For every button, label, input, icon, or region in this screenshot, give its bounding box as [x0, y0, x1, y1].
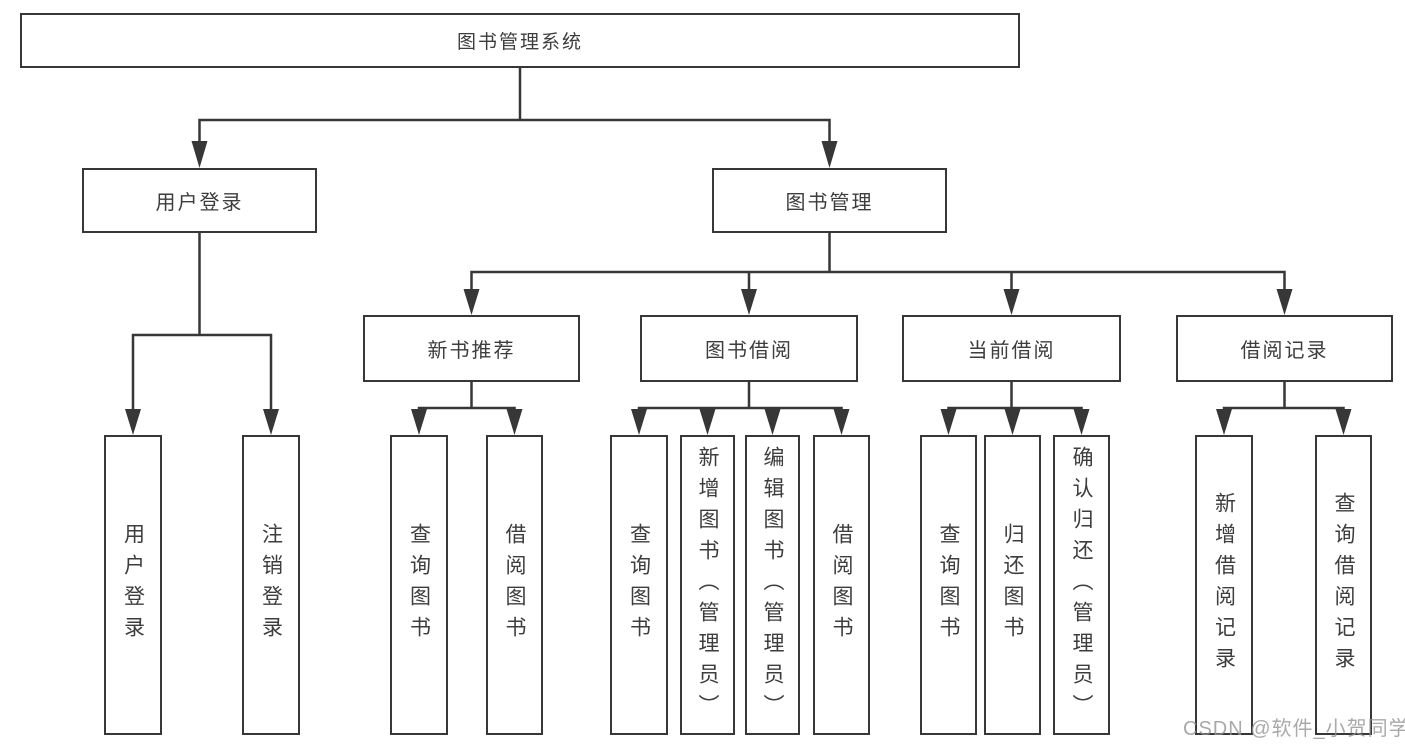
leaf-user-login: 用户登录 [104, 435, 162, 735]
leaf-borrow-books: 借阅图书 [813, 435, 870, 735]
node-root-label: 图书管理系统 [456, 32, 583, 53]
leaf-borrow-books-label: 借阅图书 [830, 523, 853, 647]
leaf-return-book-label: 归还图书 [1001, 523, 1024, 647]
node-book-management: 图书管理 [712, 168, 947, 233]
node-current-borrow-label: 当前借阅 [967, 340, 1056, 362]
node-borrow-records-label: 借阅记录 [1240, 340, 1329, 362]
leaf-edit-book-admin-label: 编辑图书（管理员） [761, 445, 784, 725]
leaf-query-books-recommend-label: 查询图书 [407, 523, 431, 647]
leaf-query-borrow-record-label: 查询借阅记录 [1332, 492, 1355, 678]
leaf-logout-label: 注销登录 [259, 523, 283, 647]
leaf-add-borrow-record: 新增借阅记录 [1195, 435, 1253, 735]
csdn-watermark: CSDN @软件_小贺同学 [1183, 718, 1405, 740]
leaf-return-book: 归还图书 [984, 435, 1041, 735]
leaf-confirm-return-admin-label: 确认归还（管理员） [1070, 445, 1093, 725]
node-borrow-records: 借阅记录 [1176, 315, 1393, 382]
leaf-logout: 注销登录 [242, 435, 300, 735]
leaf-user-login-label: 用户登录 [121, 523, 145, 647]
leaf-edit-book-admin: 编辑图书（管理员） [745, 435, 800, 735]
leaf-query-books-recommend: 查询图书 [390, 435, 448, 735]
leaf-add-book-admin: 新增图书（管理员） [680, 435, 735, 735]
leaf-add-borrow-record-label: 新增借阅记录 [1212, 492, 1236, 678]
leaf-borrow-books-recommend-label: 借阅图书 [503, 523, 526, 647]
leaf-confirm-return-admin: 确认归还（管理员） [1053, 435, 1110, 735]
node-book-borrow: 图书借阅 [640, 315, 858, 382]
node-root: 图书管理系统 [20, 13, 1020, 68]
leaf-query-books-borrow-label: 查询图书 [627, 523, 651, 647]
node-user-login-label: 用户登录 [155, 192, 244, 214]
leaf-borrow-books-recommend: 借阅图书 [486, 435, 543, 735]
node-new-book-recommend: 新书推荐 [363, 315, 580, 382]
leaf-query-books-current: 查询图书 [920, 435, 977, 735]
leaf-query-books-current-label: 查询图书 [937, 523, 960, 647]
node-new-book-recommend-label: 新书推荐 [427, 340, 516, 362]
leaf-query-books-borrow: 查询图书 [610, 435, 668, 735]
node-current-borrow: 当前借阅 [902, 315, 1121, 382]
node-book-borrow-label: 图书借阅 [705, 340, 793, 362]
leaf-query-borrow-record: 查询借阅记录 [1315, 435, 1372, 735]
leaf-add-book-admin-label: 新增图书（管理员） [696, 445, 719, 725]
node-user-login: 用户登录 [82, 168, 317, 233]
node-book-management-label: 图书管理 [785, 192, 874, 214]
